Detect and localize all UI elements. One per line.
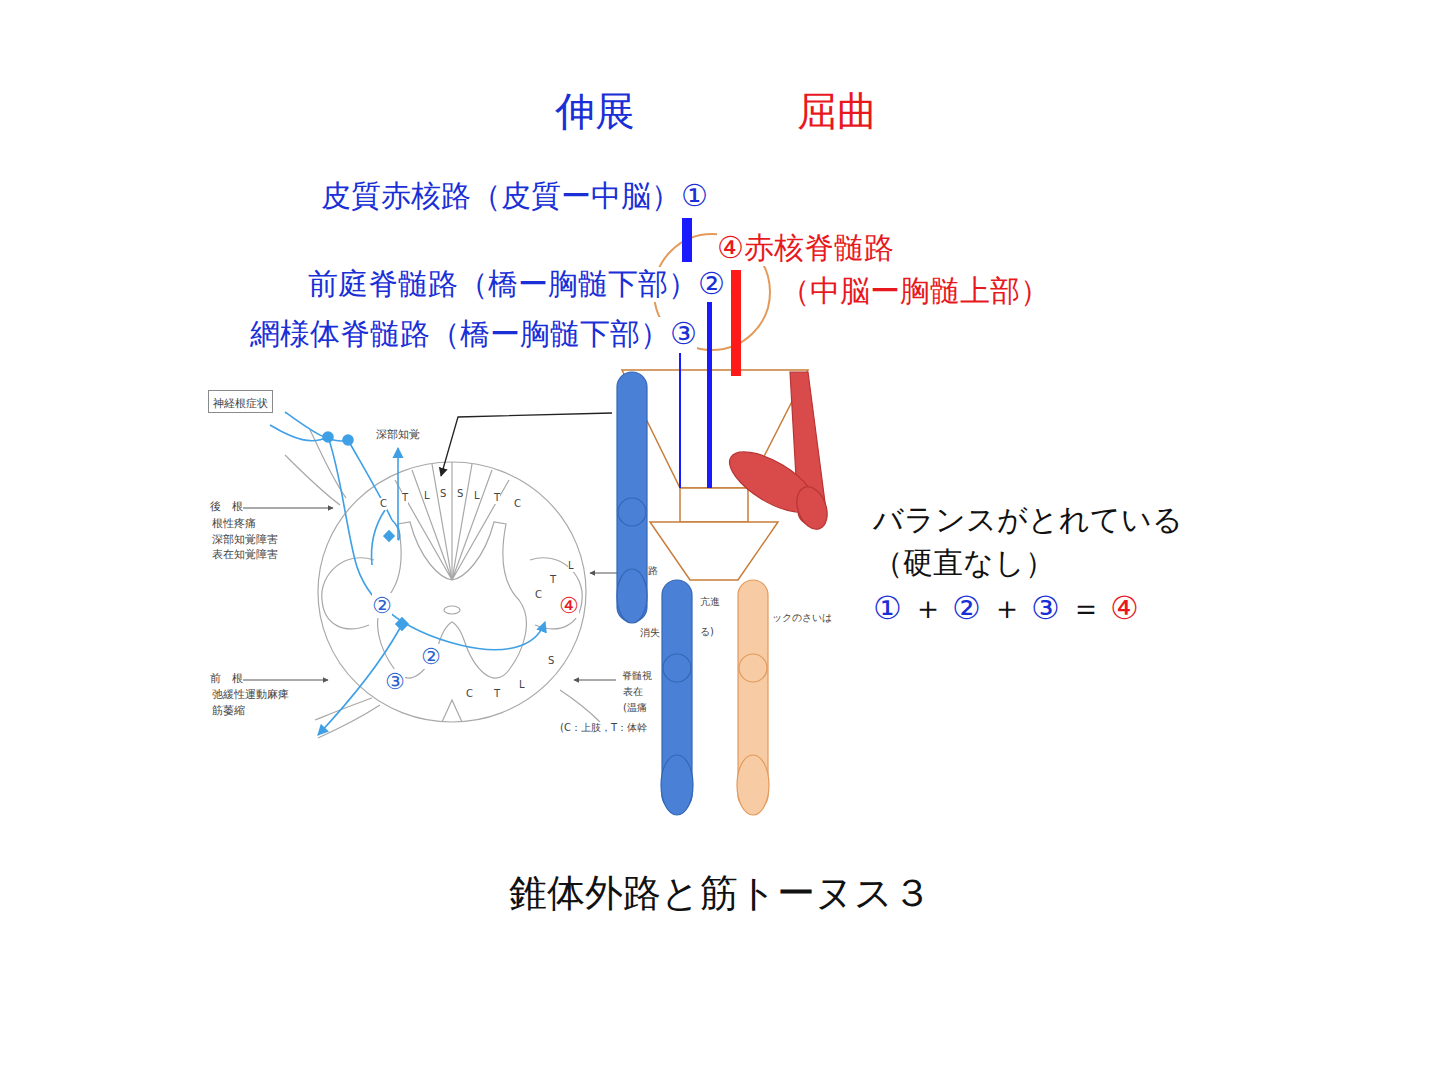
operator: ＋ bbox=[912, 590, 944, 627]
tract-line bbox=[707, 298, 712, 488]
tract-label: ④赤核脊髄路 bbox=[717, 231, 894, 266]
heading: 屈曲 bbox=[797, 88, 877, 134]
note-text: バランスがとれている bbox=[873, 503, 1183, 538]
spinal-cord-section bbox=[285, 430, 600, 738]
caption: 錐体外路と筋トーヌス３ bbox=[509, 872, 931, 916]
fragment-text: ックのさいは bbox=[772, 612, 832, 624]
callout-number: ② bbox=[372, 593, 392, 618]
leader-line bbox=[441, 413, 612, 476]
relaxed-leg bbox=[737, 580, 769, 815]
tract-line bbox=[679, 353, 681, 488]
symptom-text: 根性疼痛 bbox=[212, 518, 256, 531]
segment-letter: L bbox=[474, 490, 480, 502]
fragment-text: 亢進 bbox=[700, 596, 720, 608]
callout-number: ③ bbox=[385, 669, 405, 694]
segment-letter: C bbox=[380, 498, 387, 510]
note-text: （硬直なし） bbox=[873, 546, 1055, 581]
extended-limb bbox=[617, 372, 693, 815]
segment-letter: C bbox=[535, 589, 542, 601]
segment-letter: C bbox=[514, 498, 521, 510]
segment-letter: L bbox=[424, 490, 430, 502]
fragment-text: る) bbox=[700, 626, 714, 638]
segment-letter: T bbox=[402, 492, 408, 504]
symptom-text: 表在知覚障害 bbox=[212, 549, 278, 562]
segment-letter: S bbox=[548, 655, 554, 667]
tract-label: 前庭脊髄路（橋ー胸髄下部）② bbox=[308, 267, 725, 302]
tract-label: 網様体脊髄路（橋ー胸髄下部）③ bbox=[250, 317, 697, 352]
fragment-text: (温痛 bbox=[623, 702, 647, 714]
fragment-text: 路 bbox=[648, 565, 658, 577]
fragment-text: 消失 bbox=[640, 627, 660, 639]
part-label: 前 根 bbox=[210, 673, 243, 686]
callout-number: ④ bbox=[559, 593, 579, 618]
callout-number: ④ bbox=[1110, 590, 1139, 627]
segment-letter: T bbox=[550, 574, 556, 586]
segment-letter: S bbox=[457, 488, 463, 500]
callout-number: ② bbox=[421, 644, 441, 669]
operator: ＋ bbox=[991, 590, 1023, 627]
fragment-text: 脊髄視 bbox=[622, 670, 652, 682]
tract-bar bbox=[731, 270, 741, 376]
boxed-heading: 神経根症状 bbox=[208, 390, 273, 413]
leader-arrows bbox=[242, 508, 620, 680]
segment-letter: S bbox=[440, 488, 446, 500]
operator: ＝ bbox=[1070, 590, 1102, 627]
callout-number: ② bbox=[952, 590, 981, 627]
segment-letter: C bbox=[466, 688, 473, 700]
segment-letter: T bbox=[494, 492, 500, 504]
symptom-text: 弛緩性運動麻痺 bbox=[212, 689, 289, 702]
segment-letter: L bbox=[519, 679, 525, 691]
tract-label: （中脳ー胸髄上部） bbox=[780, 274, 1050, 309]
fragment-text: (C：上肢，T：体幹 bbox=[560, 722, 647, 734]
segment-letter: L bbox=[568, 560, 574, 572]
node-text: 神経根症状 bbox=[213, 397, 268, 410]
flexed-arm bbox=[721, 372, 833, 533]
part-label: 後 根 bbox=[210, 501, 243, 514]
callout-number: ③ bbox=[1031, 590, 1060, 627]
symptom-text: 筋萎縮 bbox=[212, 705, 245, 718]
callout-number: ① bbox=[873, 590, 902, 627]
segment-letter: T bbox=[494, 688, 500, 700]
nerve-fibers bbox=[270, 412, 545, 735]
fragment-text: 表在 bbox=[623, 686, 643, 698]
heading: 伸展 bbox=[555, 88, 635, 134]
symptom-text: 深部知覚障害 bbox=[212, 534, 278, 547]
part-label: 深部知覚 bbox=[376, 429, 420, 442]
tract-bar bbox=[682, 218, 692, 262]
tract-label: 皮質赤核路（皮質ー中脳）① bbox=[321, 179, 708, 214]
